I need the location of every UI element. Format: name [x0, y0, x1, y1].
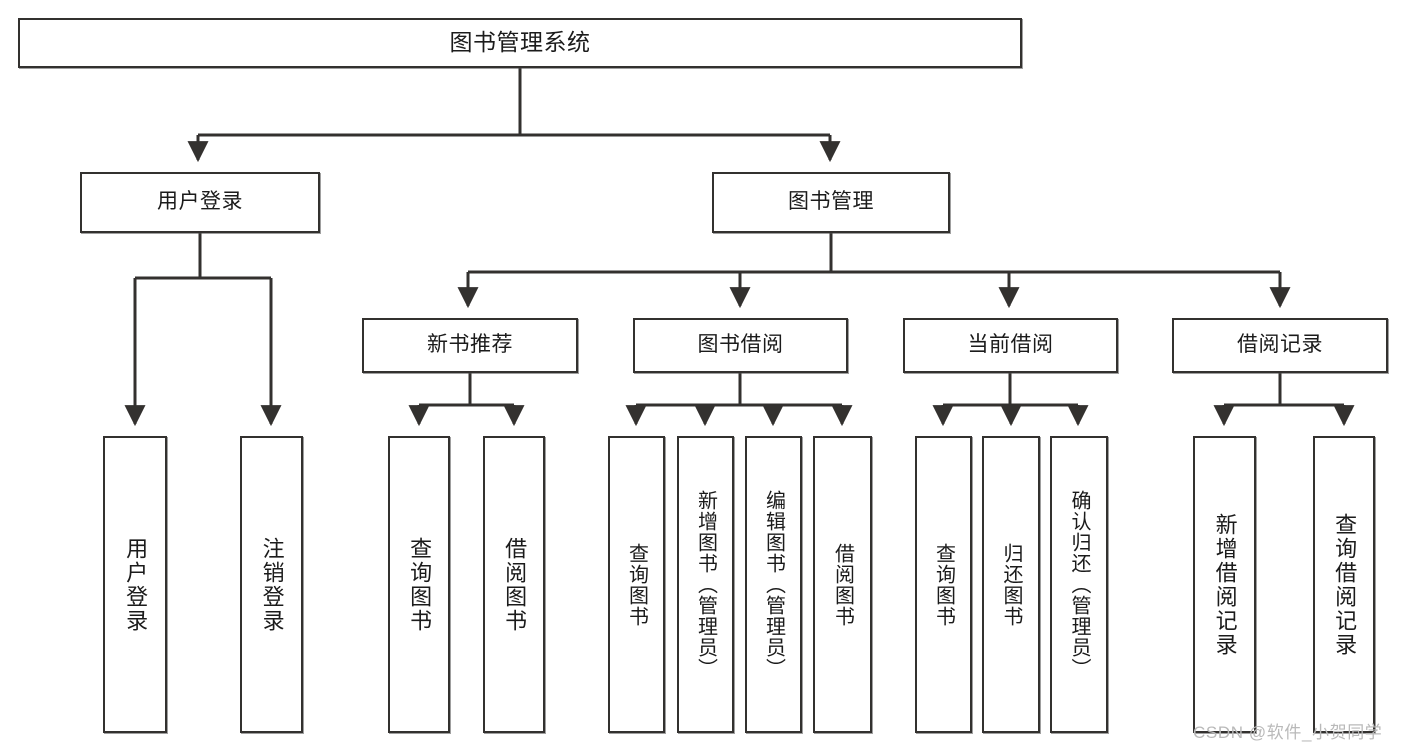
node-book-manage-label: 图书管理	[788, 190, 874, 214]
node-leaf-return-book-label: 归还图书	[1000, 542, 1022, 627]
node-leaf-confirm-return-admin-label: 确认归还（管理员）	[1068, 490, 1090, 679]
node-leaf-edit-book-admin-label: 编辑图书（管理员）	[762, 490, 785, 679]
node-user-login[interactable]: 用户登录	[80, 172, 320, 233]
node-leaf-add-borrow-record[interactable]: 新增借阅记录	[1193, 436, 1256, 733]
node-leaf-user-login[interactable]: 用户登录	[103, 436, 167, 733]
node-leaf-query-book-3-label: 查询图书	[932, 542, 955, 627]
node-current-borrow[interactable]: 当前借阅	[903, 318, 1118, 373]
node-book-borrow[interactable]: 图书借阅	[633, 318, 848, 373]
node-current-borrow-label: 当前借阅	[967, 333, 1054, 357]
node-leaf-return-book[interactable]: 归还图书	[982, 436, 1040, 733]
node-leaf-query-borrow-record[interactable]: 查询借阅记录	[1313, 436, 1375, 733]
node-leaf-borrow-book-2-label: 借阅图书	[831, 542, 854, 627]
node-leaf-logout-login[interactable]: 注销登录	[240, 436, 303, 733]
node-leaf-borrow-book-1[interactable]: 借阅图书	[483, 436, 545, 733]
node-borrow-record-label: 借阅记录	[1237, 333, 1323, 357]
node-book-manage[interactable]: 图书管理	[712, 172, 950, 233]
node-leaf-edit-book-admin[interactable]: 编辑图书（管理员）	[745, 436, 802, 733]
node-leaf-add-book-admin[interactable]: 新增图书（管理员）	[677, 436, 734, 733]
node-leaf-query-book-2[interactable]: 查询图书	[608, 436, 665, 733]
node-new-book-recommend-label: 新书推荐	[427, 333, 513, 357]
node-leaf-confirm-return-admin[interactable]: 确认归还（管理员）	[1050, 436, 1108, 733]
node-root[interactable]: 图书管理系统	[18, 18, 1022, 68]
node-leaf-query-book-3[interactable]: 查询图书	[915, 436, 972, 733]
node-root-label: 图书管理系统	[449, 29, 591, 56]
node-borrow-record[interactable]: 借阅记录	[1172, 318, 1388, 373]
node-user-login-label: 用户登录	[157, 190, 243, 214]
csdn-watermark: CSDN @软件_小贺同学	[1193, 723, 1383, 742]
node-leaf-query-book-1[interactable]: 查询图书	[388, 436, 450, 733]
node-new-book-recommend[interactable]: 新书推荐	[362, 318, 578, 373]
node-leaf-query-book-2-label: 查询图书	[625, 542, 648, 627]
node-leaf-borrow-book-1-label: 借阅图书	[502, 536, 528, 633]
node-leaf-add-book-admin-label: 新增图书（管理员）	[694, 490, 717, 679]
node-leaf-borrow-book-2[interactable]: 借阅图书	[813, 436, 872, 733]
node-leaf-add-borrow-record-label: 新增借阅记录	[1212, 512, 1238, 657]
node-leaf-user-login-label: 用户登录	[123, 536, 149, 633]
node-leaf-query-borrow-record-label: 查询借阅记录	[1332, 512, 1358, 657]
node-leaf-logout-login-label: 注销登录	[259, 536, 285, 633]
node-leaf-query-book-1-label: 查询图书	[407, 536, 433, 633]
node-book-borrow-label: 图书借阅	[697, 333, 784, 357]
